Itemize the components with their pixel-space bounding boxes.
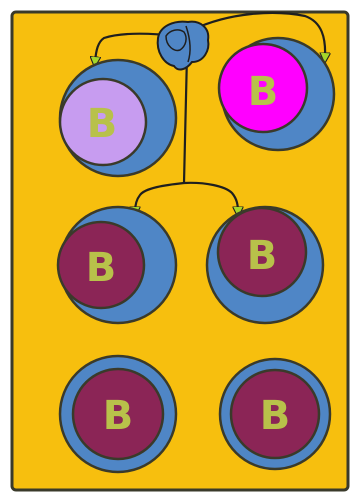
cell-nucleus <box>56 220 146 310</box>
arrow-to-top-left <box>95 32 179 62</box>
cell-nucleus <box>217 42 309 134</box>
cell-bottom-left: B <box>58 354 178 474</box>
cell-nucleus <box>71 367 165 461</box>
cell-top-right: B <box>217 36 336 152</box>
arrow-to-middle-left <box>135 181 185 212</box>
cell-label: B <box>87 101 118 147</box>
cell-nucleus <box>229 368 321 460</box>
arrows <box>95 11 325 212</box>
cell-middle-right: B <box>205 205 325 325</box>
dividing-cell-icon <box>156 20 210 71</box>
cell-nucleus <box>216 206 308 298</box>
cell-bottom-right: B <box>218 357 332 471</box>
cell-middle-left: B <box>56 205 178 325</box>
cells: B B B B B B <box>56 36 336 474</box>
cell-nucleus <box>58 77 148 167</box>
arrow-to-middle-right <box>183 181 238 212</box>
cell-label: B <box>248 69 279 115</box>
cell-label: B <box>86 245 117 291</box>
arrow-stem <box>182 54 189 184</box>
cell-label: B <box>103 393 134 439</box>
cell-label: B <box>260 393 291 439</box>
arrow-to-top-right <box>191 11 325 58</box>
cell-label: B <box>247 233 278 279</box>
cell-top-left: B <box>58 58 178 178</box>
